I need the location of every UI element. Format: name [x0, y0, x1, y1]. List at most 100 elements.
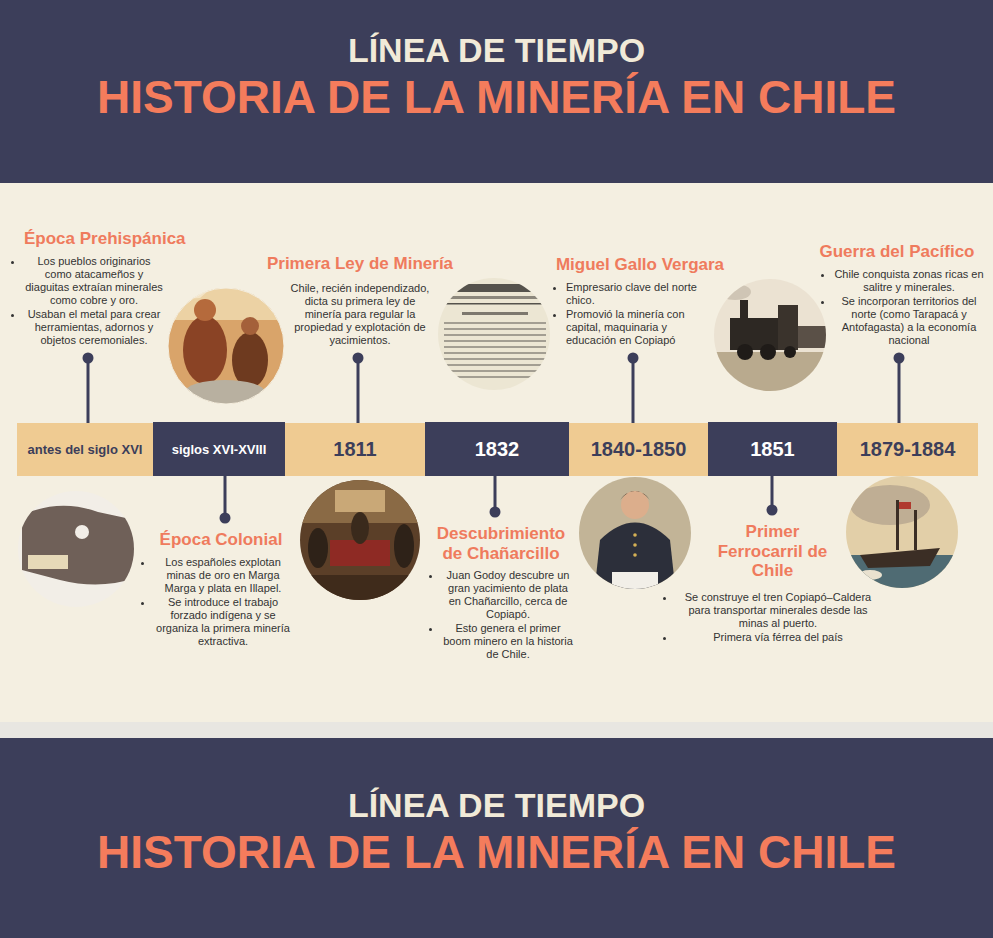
- timeline-segment: 1879-1884: [837, 423, 978, 476]
- photo-tag: [28, 555, 68, 569]
- photo-wagon: [798, 326, 828, 348]
- photo-line: [444, 364, 546, 366]
- photo-background: [15, 488, 140, 613]
- bullet-text: Usaban el metal para crear herramientas,…: [24, 308, 164, 347]
- stem-dot: [220, 513, 231, 524]
- photo-hair: [620, 491, 650, 500]
- title-band: LÍNEA DE TIEMPOHISTORIA DE LA MINERÍA EN…: [0, 0, 993, 183]
- photo-newspaper: [430, 270, 560, 400]
- event-body: Los españoles explotan minas de oro en M…: [140, 556, 292, 649]
- segment-date: antes del siglo XVI: [28, 442, 143, 457]
- photo-line: [444, 352, 546, 354]
- stem-line: [87, 358, 90, 423]
- photo-rim: [168, 288, 284, 404]
- bullet-text: Se incorporan territorios del norte (com…: [834, 295, 984, 347]
- event-body: Empresario clave del norte chico.Promovi…: [552, 281, 706, 348]
- photo-line: [444, 376, 546, 378]
- timeline-segment: siglos XVI-XVIII: [153, 422, 285, 476]
- photo-line: [444, 334, 546, 336]
- bullet-text: Promovió la minería con capital, maquina…: [566, 308, 706, 347]
- photo-figure: [394, 524, 414, 568]
- stem-line: [357, 358, 360, 423]
- photo-figure: [232, 332, 268, 388]
- photo-line: [450, 296, 540, 299]
- photo-battle: [842, 472, 962, 595]
- photo-mast: [914, 510, 917, 550]
- photo-ship: [860, 548, 940, 568]
- stem-dot: [83, 353, 94, 364]
- photo-ore: [185, 380, 265, 404]
- photo-ground: [160, 280, 300, 410]
- event-body: Chile, recién independizado, dicta su pr…: [290, 282, 430, 348]
- event-heading: Primera Ley de Minería: [262, 254, 458, 274]
- timeline-segment: antes del siglo XVI: [17, 423, 153, 476]
- photo-line: [444, 322, 546, 324]
- photo-artefact: [15, 488, 140, 613]
- event-heading: Época Colonial: [150, 530, 292, 550]
- divider-strip: [0, 722, 993, 738]
- bullet-text: Se construye el tren Copiapó–Caldera par…: [676, 591, 880, 630]
- photo-wheel: [760, 344, 776, 360]
- photo-smoke: [850, 485, 930, 525]
- photo-metal: [22, 506, 135, 585]
- event-text: Chile, recién independizado, dicta su pr…: [290, 282, 430, 347]
- photo-hole: [75, 525, 89, 539]
- photo-detail: [170, 285, 215, 300]
- bullet-text: Los pueblos originarios como atacameños …: [24, 255, 164, 307]
- segment-date: 1879-1884: [860, 438, 956, 461]
- photo-sky: [160, 280, 300, 320]
- photo-cab: [778, 305, 798, 350]
- photo-mast: [896, 500, 899, 550]
- photo-figure: [183, 316, 227, 384]
- photo-portrait: [575, 475, 695, 597]
- title-band: LÍNEA DE TIEMPOHISTORIA DE LA MINERÍA EN…: [0, 738, 993, 938]
- event-body: Juan Godoy descubre un gran yacimiento d…: [428, 569, 574, 662]
- band-subtitle: LÍNEA DE TIEMPO: [348, 30, 645, 70]
- event-heading: Época Prehispánica: [12, 229, 212, 249]
- event-heading: Descubrimiento de Chañarcillo: [428, 524, 574, 563]
- bullet-text: Chile conquista zonas ricas en salitre y…: [834, 268, 984, 294]
- segment-date: siglos XVI-XVIII: [172, 442, 267, 457]
- photo-wheel: [737, 344, 753, 360]
- bullet-text: Se introduce el trabajo forzado indígena…: [154, 596, 292, 648]
- photo-window: [335, 490, 385, 512]
- bullet-text: Los españoles explotan minas de oro en M…: [154, 556, 292, 595]
- photo-figure: [351, 512, 369, 544]
- timeline-segment: 1840-1850: [569, 423, 708, 476]
- photo-line: [444, 328, 546, 330]
- stem-dot: [767, 505, 778, 516]
- stem-line: [898, 358, 901, 423]
- photo-masthead: [440, 284, 550, 292]
- bullet-text: Esto genera el primer boom minero en la …: [442, 622, 574, 661]
- event-body: Los pueblos originarios como atacameños …: [10, 255, 164, 348]
- stem-dot: [490, 507, 501, 518]
- photo-button: [633, 543, 637, 547]
- photo-chimney: [740, 300, 748, 320]
- stem-line: [632, 358, 635, 423]
- photo-train: [710, 275, 830, 397]
- event-body: Chile conquista zonas ricas en salitre y…: [820, 268, 984, 348]
- photo-assembly-painting: [298, 478, 423, 605]
- photo-face: [621, 491, 649, 519]
- photo-mining-scene: [160, 280, 300, 410]
- photo-figure: [241, 317, 259, 335]
- bullet-text: Primera vía férrea del país: [676, 631, 880, 644]
- event-heading: Primer Ferrocarril de Chile: [705, 522, 840, 581]
- photo-smoke: [719, 284, 751, 300]
- timeline-segment: 1832: [425, 422, 569, 476]
- band-title: HISTORIA DE LA MINERÍA EN CHILE: [97, 825, 896, 879]
- stem-dot: [353, 353, 364, 364]
- photo-figure: [194, 299, 216, 321]
- segment-date: 1840-1850: [591, 438, 687, 461]
- stem-line: [224, 476, 227, 518]
- band-title: HISTORIA DE LA MINERÍA EN CHILE: [97, 70, 896, 124]
- photo-trousers: [612, 572, 658, 597]
- bullet-text: Juan Godoy descubre un gran yacimiento d…: [442, 569, 574, 621]
- timeline-segment: 1811: [285, 423, 425, 476]
- timeline-segment: 1851: [708, 422, 837, 476]
- segment-date: 1851: [750, 438, 795, 461]
- photo-paper: [430, 270, 560, 400]
- photo-line: [444, 346, 546, 348]
- photo-floor: [298, 575, 423, 605]
